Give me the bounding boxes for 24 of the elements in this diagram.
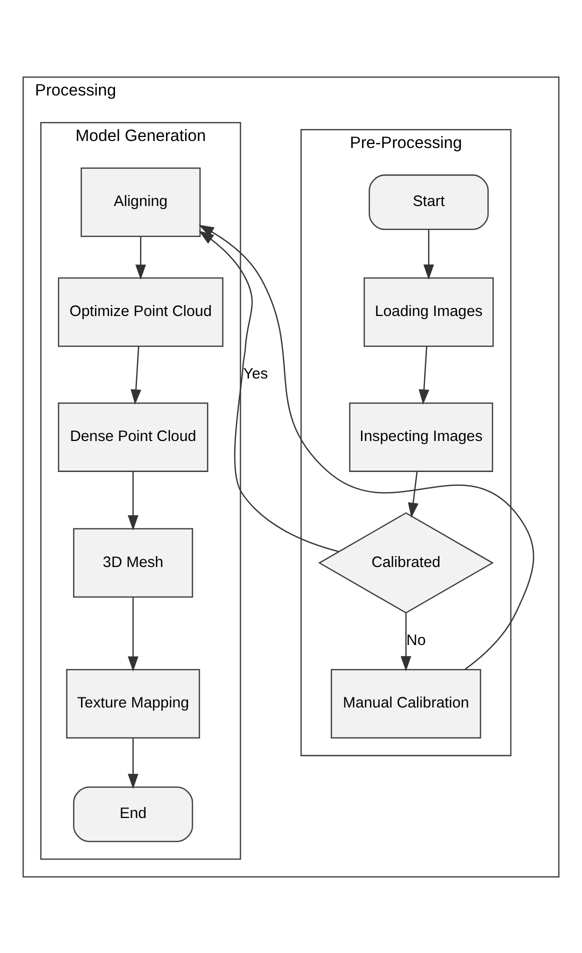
edge-label: Yes	[243, 365, 268, 382]
arrow	[423, 229, 434, 280]
node-box: 3D Mesh	[73, 528, 194, 598]
arrow	[130, 346, 142, 404]
node-box: Manual Calibration	[330, 668, 482, 738]
arrow	[418, 346, 430, 404]
node-diamond: Calibrated	[318, 512, 494, 614]
edge-label: No	[406, 632, 426, 649]
arrow	[400, 612, 412, 671]
node-box: Texture Mapping	[66, 668, 200, 738]
node-box: Optimize Point Cloud	[58, 276, 224, 346]
node-box: Inspecting Images	[349, 402, 494, 472]
arrow	[408, 470, 418, 518]
arrow	[135, 236, 146, 280]
node-box: Dense Point Cloud	[58, 402, 208, 472]
node-box: Start	[368, 174, 489, 230]
node-box: Loading Images	[364, 276, 494, 346]
arrow	[198, 224, 534, 670]
node-box: Aligning	[80, 166, 201, 236]
arrow	[198, 230, 339, 552]
arrow	[128, 596, 138, 672]
arrow	[128, 470, 138, 530]
arrow	[128, 738, 138, 789]
node-box: End	[73, 786, 194, 842]
